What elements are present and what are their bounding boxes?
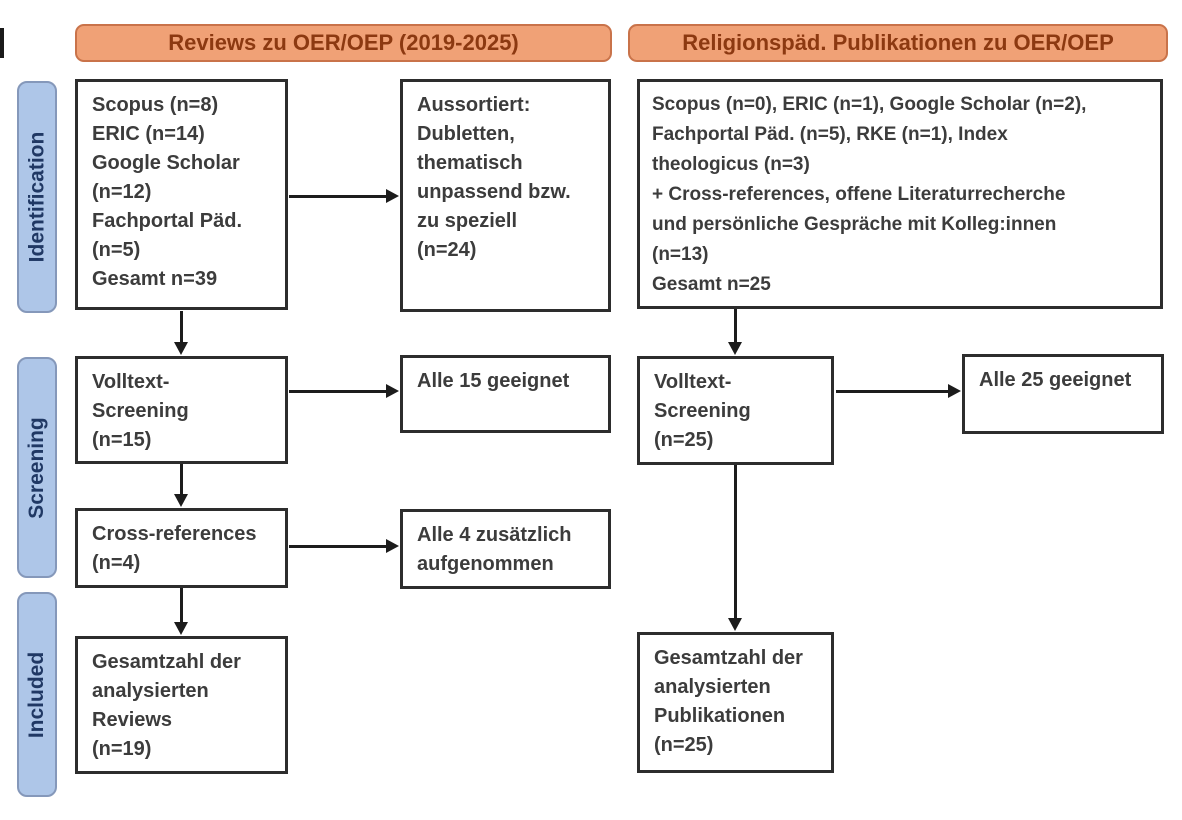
arrow-shaft	[733, 465, 737, 618]
box-left-crossreferences: Cross-references (n=4)	[75, 508, 288, 588]
arrow-shaft	[179, 464, 183, 494]
box-right-sources: Scopus (n=0), ERIC (n=1), Google Scholar…	[637, 79, 1163, 309]
arrowhead-down-icon	[174, 622, 188, 635]
arrow-shaft	[836, 389, 948, 393]
box-left-eligible: Alle 15 geeignet	[400, 355, 611, 433]
box-right-eligible: Alle 25 geeignet	[962, 354, 1164, 434]
box-left-excluded: Aussortiert: Dubletten, thematisch unpas…	[400, 79, 611, 312]
arrow-right-fulltext-to-total	[727, 465, 743, 631]
box-left-added: Alle 4 zusätzlich aufgenommen	[400, 509, 611, 589]
box-left-total: Gesamtzahl der analysierten Reviews (n=1…	[75, 636, 288, 774]
arrowhead-right-icon	[386, 384, 399, 398]
arrow-shaft	[179, 311, 183, 342]
arrowhead-down-icon	[174, 342, 188, 355]
stage-label: Screening	[25, 416, 49, 519]
arrow-right-fulltext-to-eligible	[836, 383, 961, 399]
arrowhead-right-icon	[386, 189, 399, 203]
arrowhead-down-icon	[728, 618, 742, 631]
stage-label: Identification	[25, 131, 49, 263]
header-right-column: Religionspäd. Publikationen zu OER/OEP	[628, 24, 1168, 62]
arrow-shaft	[179, 588, 183, 622]
arrowhead-down-icon	[174, 494, 188, 507]
stage-tab-included: Included	[17, 592, 57, 797]
arrow-shaft	[289, 389, 386, 393]
box-left-sources: Scopus (n=8) ERIC (n=14) Google Scholar …	[75, 79, 288, 310]
arrow-left-fulltext-to-crossref	[173, 464, 189, 507]
arrow-left-fulltext-to-eligible	[289, 383, 399, 399]
arrowhead-right-icon	[948, 384, 961, 398]
stage-label: Included	[25, 651, 48, 738]
stage-tab-identification: Identification	[17, 81, 57, 313]
screen-edge-artifact	[0, 28, 4, 58]
arrow-right-sources-to-fulltext	[727, 309, 743, 355]
arrow-left-crossref-to-added	[289, 538, 399, 554]
stage-tab-screening: Screening	[17, 357, 57, 578]
arrowhead-right-icon	[386, 539, 399, 553]
arrow-shaft	[289, 544, 386, 548]
arrow-shaft	[289, 194, 386, 198]
arrow-left-crossref-to-total	[173, 588, 189, 635]
arrow-left-sources-to-excluded	[289, 188, 399, 204]
arrowhead-down-icon	[728, 342, 742, 355]
arrow-shaft	[733, 309, 737, 342]
header-left-column: Reviews zu OER/OEP (2019-2025)	[75, 24, 612, 62]
box-right-total: Gesamtzahl der analysierten Publikatione…	[637, 632, 834, 773]
arrow-left-sources-to-fulltext	[173, 311, 189, 355]
box-left-fulltext-screening: Volltext- Screening (n=15)	[75, 356, 288, 464]
box-right-fulltext-screening: Volltext- Screening (n=25)	[637, 356, 834, 465]
